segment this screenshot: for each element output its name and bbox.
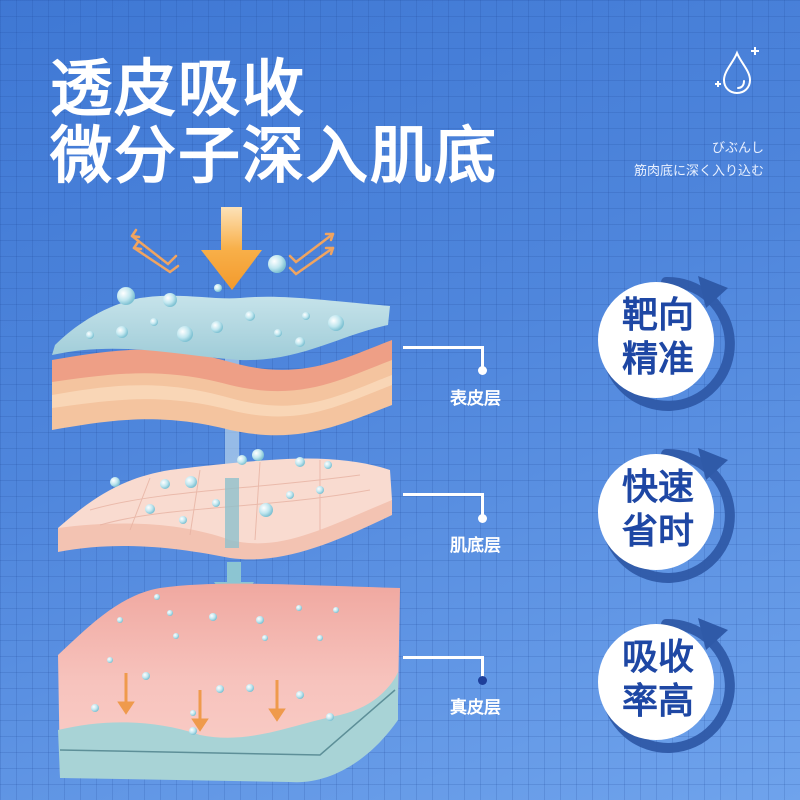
callout-dot	[478, 676, 487, 685]
callout-dot	[478, 366, 487, 375]
layer-label-basal: 肌底层	[450, 536, 501, 556]
feature-text: 精准	[621, 339, 694, 380]
feature-text: 快速	[621, 467, 694, 508]
feature-text: 靶向	[621, 295, 694, 336]
jp-subtitle: 筋肉底に深く入り込む	[633, 164, 764, 179]
circular-arrow-icon	[598, 276, 735, 411]
circular-arrow-icon	[598, 618, 735, 753]
jp-subtitle-reading: びぶんし	[711, 141, 764, 156]
circular-arrow-icon	[598, 448, 735, 583]
page-title-line1: 透皮吸收	[50, 52, 307, 125]
layer-label-dermis: 真皮层	[450, 698, 501, 718]
feature-text: 吸收	[621, 637, 694, 678]
water-drop-sparkle-icon	[715, 45, 765, 100]
feature-text: 省时	[621, 511, 694, 552]
feature-text: 率高	[621, 681, 694, 722]
feature-badge-fast: 快速省时	[588, 440, 738, 585]
page-title-line2: 微分子深入肌底	[50, 119, 499, 192]
feature-badge-targeted: 靶向精准	[588, 268, 738, 413]
feature-badge-absorption: 吸收率高	[588, 610, 738, 755]
callout-dot	[478, 514, 487, 523]
layer-label-epidermis: 表皮层	[450, 389, 501, 409]
